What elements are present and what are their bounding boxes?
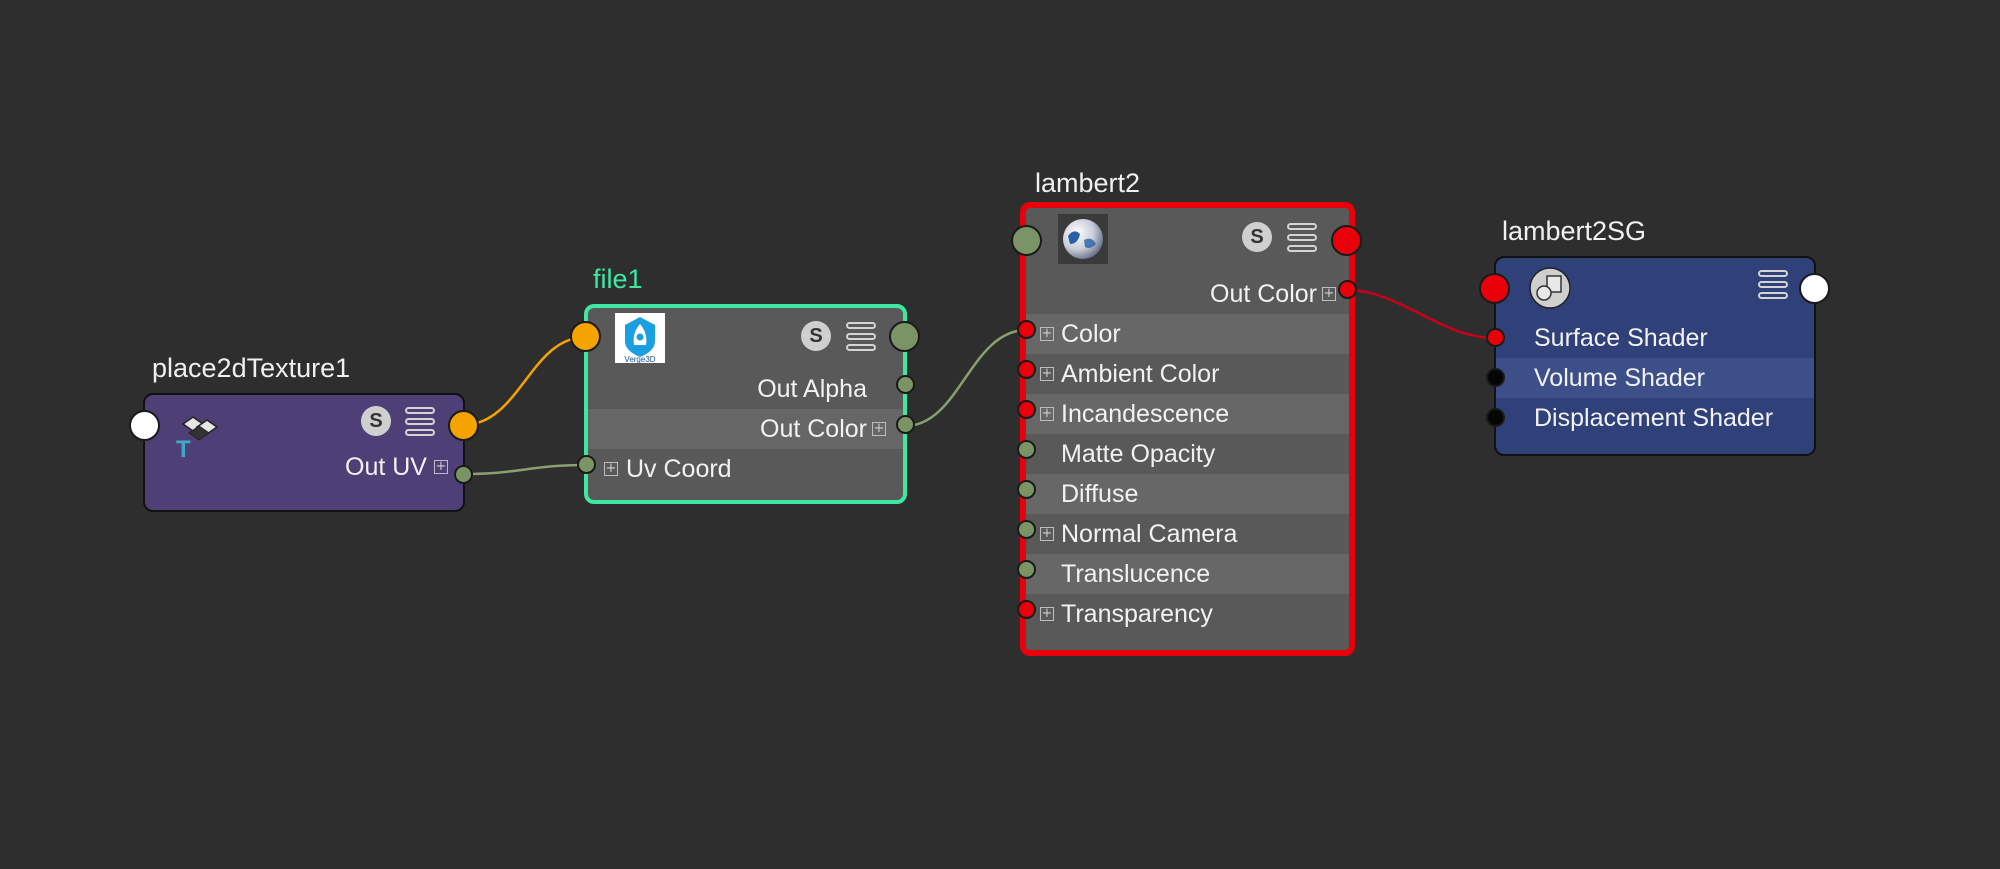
translucence-port[interactable] xyxy=(1017,560,1036,579)
sg-message-output-port[interactable] xyxy=(1799,273,1830,304)
expand-plus-icon[interactable]: + xyxy=(1322,286,1336,301)
ambient-color-label: Ambient Color xyxy=(1061,360,1220,388)
lambert2-message-output-port[interactable] xyxy=(1331,225,1362,256)
displacement-shader-port[interactable] xyxy=(1486,408,1505,427)
shading-group-icon xyxy=(1528,266,1572,310)
surface-shader-label: Surface Shader xyxy=(1534,324,1708,352)
lambert2sg-node-title: lambert2SG xyxy=(1502,216,1647,246)
normal-camera-label: Normal Camera xyxy=(1061,520,1238,548)
translucence-label: Translucence xyxy=(1061,560,1211,588)
expand-plus-icon[interactable]: + xyxy=(872,421,886,436)
lambert2-row-color[interactable]: + Color xyxy=(1026,314,1349,354)
out-alpha-port[interactable] xyxy=(896,375,915,394)
out-alpha-label: Out Alpha xyxy=(757,375,867,403)
expand-plus-icon[interactable]: + xyxy=(604,461,618,476)
transparency-label: Transparency xyxy=(1061,600,1213,628)
uv-coord-port[interactable] xyxy=(577,455,596,474)
lambert2-node-title: lambert2 xyxy=(1035,168,1141,198)
lambert-sphere-icon xyxy=(1058,214,1108,264)
wire-outuv-to-uvcoord[interactable] xyxy=(462,463,587,476)
expand-plus-icon[interactable]: + xyxy=(1040,406,1054,421)
file1-row-out-alpha[interactable]: Out Alpha xyxy=(588,369,903,409)
lambert2-row-transparency[interactable]: + Transparency xyxy=(1026,594,1349,634)
place2d-input-port[interactable] xyxy=(129,410,160,441)
lambert2-row-matte-opacity[interactable]: Matte Opacity xyxy=(1026,434,1349,474)
incandescence-label: Incandescence xyxy=(1061,400,1230,428)
surface-shader-port[interactable] xyxy=(1486,328,1505,347)
color-port[interactable] xyxy=(1017,320,1036,339)
verge3d-logo-icon: Verge3D xyxy=(615,313,665,364)
matte-opacity-port[interactable] xyxy=(1017,440,1036,459)
file1-row-out-color[interactable]: Out Color + xyxy=(588,409,903,449)
color-label: Color xyxy=(1061,320,1121,348)
place2d-row-out-uv[interactable]: Out UV + xyxy=(145,447,463,487)
normal-camera-port[interactable] xyxy=(1017,520,1036,539)
uv-coord-label: Uv Coord xyxy=(626,455,732,483)
sg-row-surface-shader[interactable]: Surface Shader xyxy=(1496,318,1814,358)
matte-opacity-label: Matte Opacity xyxy=(1061,440,1216,468)
sg-row-displacement-shader[interactable]: Displacement Shader xyxy=(1496,398,1814,438)
expand-plus-icon[interactable]: + xyxy=(1040,326,1054,341)
attribute-menu-icon[interactable] xyxy=(846,322,876,352)
expand-plus-icon[interactable]: + xyxy=(1040,366,1054,381)
swatch-s-icon[interactable]: S xyxy=(1242,222,1272,252)
incandescence-port[interactable] xyxy=(1017,400,1036,419)
lambert2-message-input-port[interactable] xyxy=(1011,225,1042,256)
lambert2-row-diffuse[interactable]: Diffuse xyxy=(1026,474,1349,514)
place2d-texture-icon: T xyxy=(173,409,223,463)
lambert2-out-color-port[interactable] xyxy=(1338,280,1357,299)
out-color-label: Out Color xyxy=(1210,280,1317,308)
svg-text:Verge3D: Verge3D xyxy=(624,355,655,363)
displacement-shader-label: Displacement Shader xyxy=(1534,404,1774,432)
file1-node[interactable]: Verge3D S Out Alpha Out Color + + Uv Coo… xyxy=(584,304,907,504)
place2d-texture-node[interactable]: T S Out UV + xyxy=(143,393,465,512)
diffuse-label: Diffuse xyxy=(1061,480,1139,508)
swatch-s-icon[interactable]: S xyxy=(361,406,391,436)
file1-message-input-port[interactable] xyxy=(570,321,601,352)
attribute-menu-icon[interactable] xyxy=(1287,223,1317,253)
lambert2-node[interactable]: S Out Color + + Color + Ambient Color + … xyxy=(1020,202,1355,656)
out-color-label: Out Color xyxy=(760,415,867,443)
wire-outcolor-to-color[interactable] xyxy=(904,328,1028,428)
expand-plus-icon[interactable]: + xyxy=(1040,526,1054,541)
file1-node-title: file1 xyxy=(593,264,643,294)
sg-row-volume-shader[interactable]: Volume Shader xyxy=(1496,358,1814,398)
volume-shader-port[interactable] xyxy=(1486,368,1505,387)
lambert2-row-ambient-color[interactable]: + Ambient Color xyxy=(1026,354,1349,394)
diffuse-port[interactable] xyxy=(1017,480,1036,499)
file1-out-color-port[interactable] xyxy=(896,415,915,434)
sg-message-input-port[interactable] xyxy=(1479,273,1510,304)
lambert2-row-incandescence[interactable]: + Incandescence xyxy=(1026,394,1349,434)
place2d-message-port[interactable] xyxy=(448,410,479,441)
place2d-node-title: place2dTexture1 xyxy=(152,353,351,383)
lambert2-row-normal-camera[interactable]: + Normal Camera xyxy=(1026,514,1349,554)
lambert2-row-out-color[interactable]: Out Color + xyxy=(1026,274,1349,314)
lambert2-row-translucence[interactable]: Translucence xyxy=(1026,554,1349,594)
out-uv-port[interactable] xyxy=(454,465,473,484)
wire-place2d-message-to-file1[interactable] xyxy=(462,335,587,427)
ambient-color-port[interactable] xyxy=(1017,360,1036,379)
wire-lambert-outcolor-to-surface-shader[interactable] xyxy=(1346,288,1496,340)
file1-row-uv-coord[interactable]: + Uv Coord xyxy=(588,449,903,489)
attribute-menu-icon[interactable] xyxy=(1758,270,1788,300)
volume-shader-label: Volume Shader xyxy=(1534,364,1705,392)
transparency-port[interactable] xyxy=(1017,600,1036,619)
out-uv-label: Out UV xyxy=(345,453,427,481)
expand-plus-icon[interactable]: + xyxy=(1040,606,1054,621)
expand-plus-icon[interactable]: + xyxy=(434,459,448,474)
svg-text:T: T xyxy=(176,436,191,459)
swatch-s-icon[interactable]: S xyxy=(801,321,831,351)
lambert2sg-node[interactable]: Surface Shader Volume Shader Displacemen… xyxy=(1494,256,1816,456)
file1-message-output-port[interactable] xyxy=(889,321,920,352)
attribute-menu-icon[interactable] xyxy=(405,407,435,437)
